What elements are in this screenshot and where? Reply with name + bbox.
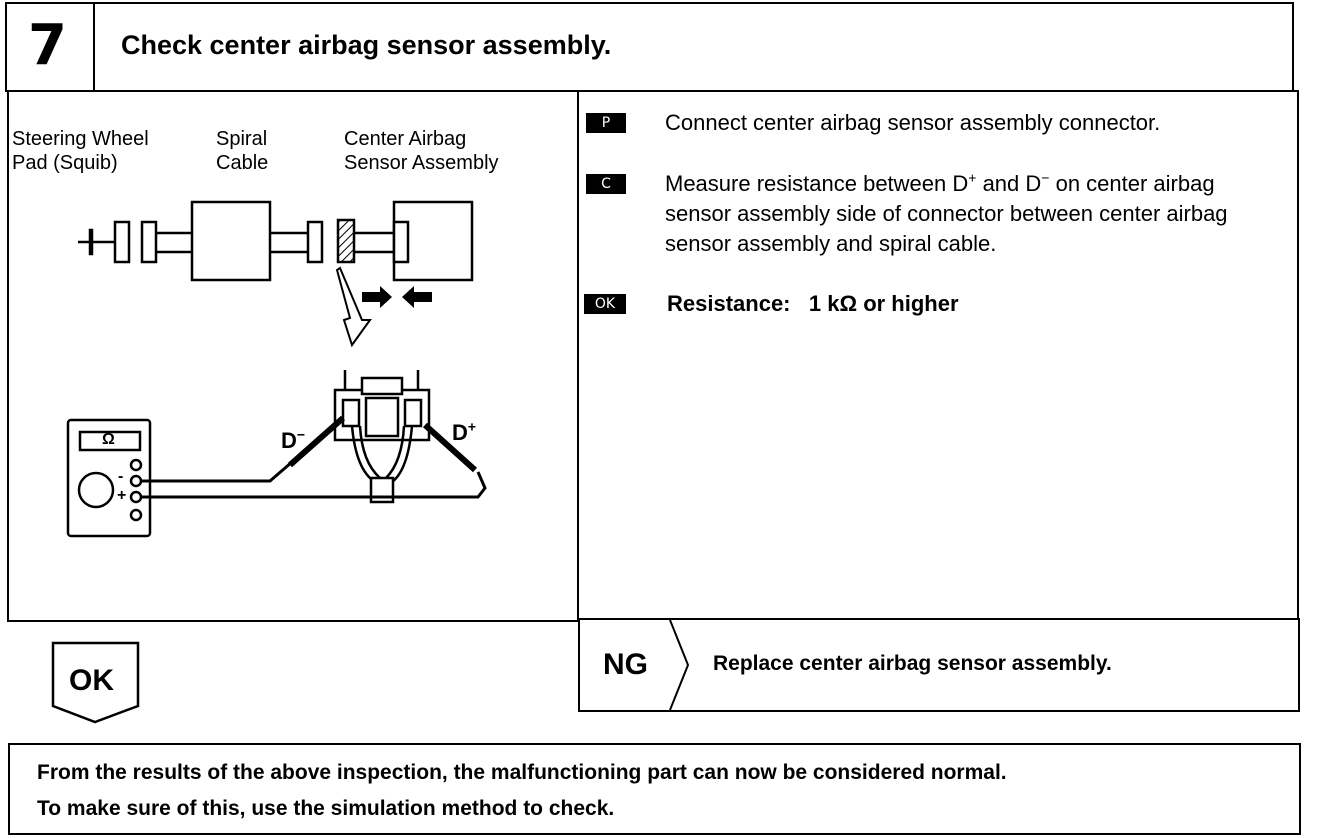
spiral-cable-box bbox=[190, 200, 272, 282]
probe-label-d-plus: D+ bbox=[452, 418, 477, 445]
meter-leads bbox=[141, 460, 487, 499]
step-number: 7 bbox=[28, 13, 67, 78]
ng-result-box bbox=[578, 618, 1300, 712]
sensor-box-connector bbox=[392, 220, 410, 264]
p-instruction: Connect center airbag sensor assembly co… bbox=[665, 110, 1161, 135]
meter-ohm-symbol: Ω bbox=[102, 431, 115, 448]
connector-closeup bbox=[333, 370, 431, 504]
squib-connector bbox=[113, 220, 131, 264]
squib-plug bbox=[78, 228, 94, 256]
zoom-arrow bbox=[335, 266, 372, 348]
spiral-connector bbox=[306, 220, 324, 264]
meter-terminal-plus: + bbox=[117, 487, 127, 504]
probe-label-d-minus: D− bbox=[281, 426, 306, 453]
footer-line-1: From the results of the above inspection… bbox=[37, 761, 1007, 784]
c-instruction: Measure resistance between D+ and D− on … bbox=[665, 169, 1228, 256]
disconnect-arrows bbox=[362, 286, 432, 308]
probe-minus bbox=[288, 415, 345, 468]
probe-plus bbox=[422, 422, 478, 473]
ng-divider-arrow bbox=[669, 620, 690, 710]
label-steering-wheel: Steering Wheel Pad (Squib) bbox=[12, 128, 149, 174]
c-tag: C bbox=[586, 174, 626, 194]
step-title: Check center airbag sensor assembly. bbox=[121, 30, 612, 60]
ok-criterion: Resistance: 1 kΩ or higher bbox=[667, 291, 959, 316]
pad-connector bbox=[140, 220, 158, 264]
label-spiral-cable: Spiral Cable bbox=[216, 128, 269, 174]
ng-result-action: Replace center airbag sensor assembly. bbox=[713, 652, 1112, 675]
footer-note bbox=[8, 743, 1301, 835]
footer-line-2: To make sure of this, use the simulation… bbox=[37, 797, 615, 820]
sensor-connector-hatched bbox=[336, 218, 356, 264]
ng-result-label: NG bbox=[603, 648, 648, 681]
meter-terminal-minus: - bbox=[118, 468, 124, 485]
p-tag: P bbox=[586, 113, 626, 133]
label-center-airbag-sensor: Center Airbag Sensor Assembly bbox=[344, 128, 499, 174]
ok-result-label: OK bbox=[69, 664, 114, 697]
wiring-diagram bbox=[66, 200, 487, 538]
ok-result-box bbox=[51, 641, 140, 724]
ok-tag: OK bbox=[584, 294, 626, 314]
step-number-divider bbox=[93, 2, 95, 92]
